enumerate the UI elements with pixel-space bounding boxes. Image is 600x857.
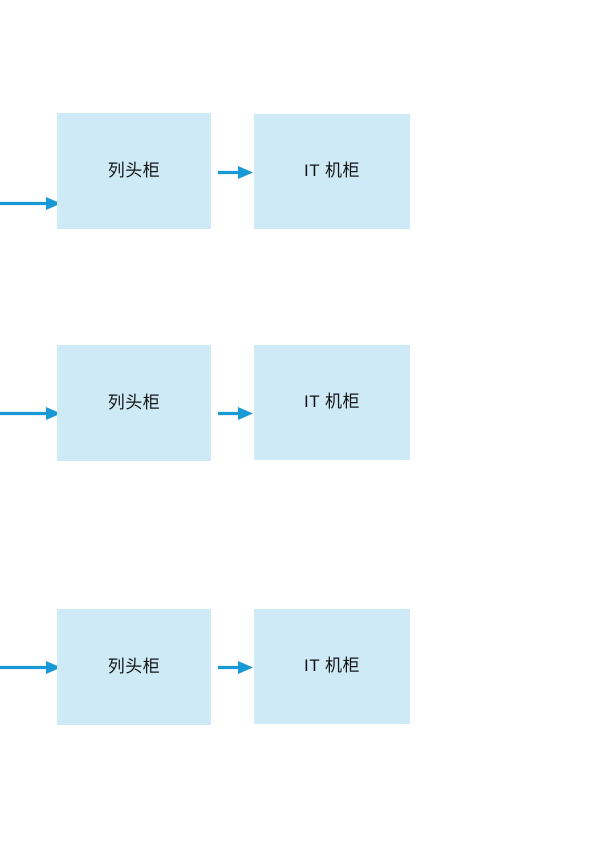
connector-arrow-row-3 bbox=[218, 659, 254, 676]
node-label: IT 机柜 bbox=[303, 161, 361, 181]
connector-arrow-row-2 bbox=[218, 405, 254, 422]
connector-arrow-row-1 bbox=[218, 164, 254, 181]
node-label: IT 机柜 bbox=[303, 656, 361, 676]
inbound-arrow-row-1 bbox=[0, 195, 62, 212]
node-column-head-cabinet-row-3[interactable]: 列头柜 bbox=[57, 609, 211, 725]
node-label: 列头柜 bbox=[107, 392, 161, 412]
node-label: 列头柜 bbox=[107, 160, 161, 180]
node-label: 列头柜 bbox=[107, 656, 161, 676]
node-column-head-cabinet-row-1[interactable]: 列头柜 bbox=[57, 113, 211, 229]
node-it-cabinet-row-1[interactable]: IT 机柜 bbox=[254, 114, 410, 229]
node-it-cabinet-row-3[interactable]: IT 机柜 bbox=[254, 609, 410, 724]
node-column-head-cabinet-row-2[interactable]: 列头柜 bbox=[57, 345, 211, 461]
node-it-cabinet-row-2[interactable]: IT 机柜 bbox=[254, 345, 410, 460]
inbound-arrow-row-3 bbox=[0, 659, 62, 676]
inbound-arrow-row-2 bbox=[0, 405, 62, 422]
node-label: IT 机柜 bbox=[303, 392, 361, 412]
